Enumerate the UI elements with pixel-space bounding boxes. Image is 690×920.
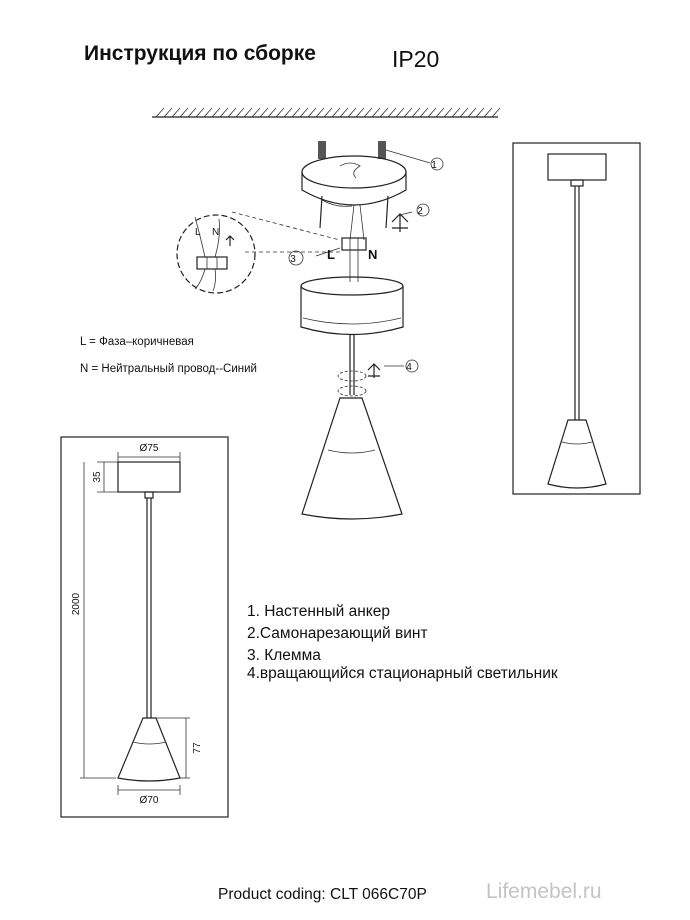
hatch-mark — [283, 107, 293, 118]
product-coding: Product coding: CLT 066C70P — [218, 886, 427, 903]
terminal-inset — [176, 214, 256, 294]
canopy-plate — [301, 155, 407, 207]
hatch-mark — [451, 107, 461, 118]
hatch-mark — [363, 107, 373, 118]
watermark: Lifemebel.ru — [486, 880, 602, 903]
hatch-mark — [299, 107, 309, 118]
hatch-mark — [403, 107, 413, 118]
callout-2: 2 — [417, 206, 423, 217]
hatch-mark — [235, 107, 245, 118]
hatch-mark — [211, 107, 221, 118]
dimension-drawing — [60, 436, 229, 818]
legend-phase: L = Фаза–коричневая — [80, 336, 194, 348]
part-item-3: 3. Клемма — [247, 647, 321, 664]
hatch-mark — [467, 107, 477, 118]
hatch-mark — [179, 107, 189, 118]
hatch-mark — [187, 107, 197, 118]
zoom-lines — [231, 211, 341, 253]
ceiling-hatch — [152, 107, 501, 118]
inset-label-l: L — [195, 227, 201, 238]
hatch-mark — [259, 107, 269, 118]
terminal-label-l: L — [327, 247, 335, 262]
dim-canopy-height: 35 — [92, 471, 103, 483]
hatch-mark — [155, 107, 165, 118]
lamp-rod — [337, 335, 419, 397]
product-photo — [512, 142, 641, 495]
callout-1: 1 — [431, 160, 437, 171]
hatch-mark — [427, 107, 437, 118]
hatch-mark — [339, 107, 349, 118]
hatch-mark — [355, 107, 365, 118]
callout-3: 3 — [290, 254, 296, 265]
hatch-mark — [315, 107, 325, 118]
hatch-mark — [443, 107, 453, 118]
hatch-mark — [203, 107, 213, 118]
inset-label-n: N — [212, 227, 219, 238]
hatch-mark — [227, 107, 237, 118]
hatch-mark — [171, 107, 181, 118]
hatch-mark — [347, 107, 357, 118]
lamp-canopy-body — [300, 276, 404, 336]
hatch-mark — [323, 107, 333, 118]
hatch-mark — [251, 107, 261, 118]
ip-rating: IP20 — [392, 46, 440, 72]
terminal-label-n: N — [368, 247, 377, 262]
hatch-mark — [387, 107, 397, 118]
dim-shade-diameter: Ø70 — [140, 795, 159, 806]
hatch-mark — [243, 107, 253, 118]
part-item-1: 1. Настенный анкер — [247, 603, 390, 620]
hatch-mark — [331, 107, 341, 118]
hatch-mark — [195, 107, 205, 118]
dim-total-length: 2000 — [71, 592, 82, 615]
hatch-mark — [219, 107, 229, 118]
cone-shade — [301, 397, 403, 520]
hatch-mark — [475, 107, 485, 118]
page-title: Инструкция по сборке — [84, 42, 316, 65]
hatch-mark — [435, 107, 445, 118]
hatch-mark — [371, 107, 381, 118]
rotate-arrow-icon — [391, 213, 409, 232]
hatch-mark — [379, 107, 389, 118]
self-tapping-screw-icon — [319, 195, 430, 229]
hatch-mark — [163, 107, 173, 118]
hatch-mark — [395, 107, 405, 118]
hatch-mark — [491, 107, 501, 118]
hatch-mark — [483, 107, 493, 118]
hatch-mark — [419, 107, 429, 118]
dim-shade-height: 77 — [192, 742, 203, 754]
callout-4: 4 — [406, 362, 412, 373]
hatch-mark — [275, 107, 285, 118]
part-item-4: 4.вращающийся стационарный светильник — [247, 665, 558, 682]
wall-anchor-icon — [318, 141, 444, 171]
hatch-mark — [291, 107, 301, 118]
legend-neutral: N = Нейтральный провод--Синий — [80, 363, 257, 375]
dim-canopy-diameter: Ø75 — [140, 443, 159, 454]
hatch-mark — [267, 107, 277, 118]
terminal-block — [288, 204, 367, 282]
hatch-mark — [307, 107, 317, 118]
hatch-mark — [411, 107, 421, 118]
part-item-2: 2.Самонарезающий винт — [247, 625, 428, 642]
hatch-mark — [459, 107, 469, 118]
